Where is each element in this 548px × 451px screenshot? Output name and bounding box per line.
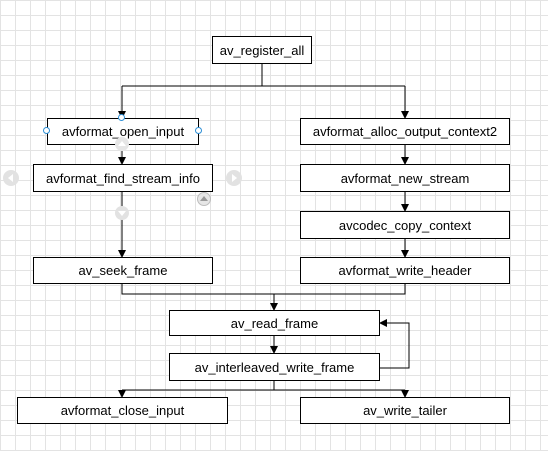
node-avformat-close-input[interactable]: avformat_close_input [17, 397, 228, 424]
edge-write-fork [122, 381, 405, 391]
node-avformat-new-stream[interactable]: avformat_new_stream [300, 164, 510, 192]
node-av-write-tailer[interactable]: av_write_tailer [300, 397, 510, 424]
node-avformat-write-header[interactable]: avformat_write_header [300, 257, 510, 284]
connection-handle-top[interactable] [118, 114, 125, 121]
node-avformat-alloc-output-context2[interactable]: avformat_alloc_output_context2 [300, 118, 510, 145]
node-avformat-find-stream-info[interactable]: avformat_find_stream_info [33, 164, 213, 192]
quick-connect-up-arrow-icon[interactable] [115, 137, 129, 151]
quick-connect-down-arrow-icon[interactable] [115, 206, 129, 220]
quick-connect-left-arrow-icon[interactable] [3, 170, 19, 186]
node-av-interleaved-write-frame[interactable]: av_interleaved_write_frame [169, 353, 380, 381]
quick-connect-stub-up-icon[interactable] [197, 192, 211, 206]
connection-handle-left[interactable] [43, 127, 50, 134]
quick-connect-right-arrow-icon[interactable] [226, 170, 242, 186]
node-av-register-all[interactable]: av_register_all [212, 36, 312, 64]
node-avcodec-copy-context[interactable]: avcodec_copy_context [300, 211, 510, 239]
edge-merge [121, 284, 406, 295]
connection-handle-right[interactable] [195, 127, 202, 134]
node-av-seek-frame[interactable]: av_seek_frame [33, 257, 213, 284]
edge-loop-back [379, 319, 410, 369]
node-av-read-frame[interactable]: av_read_frame [169, 310, 380, 336]
edge-register-fork [122, 63, 405, 87]
